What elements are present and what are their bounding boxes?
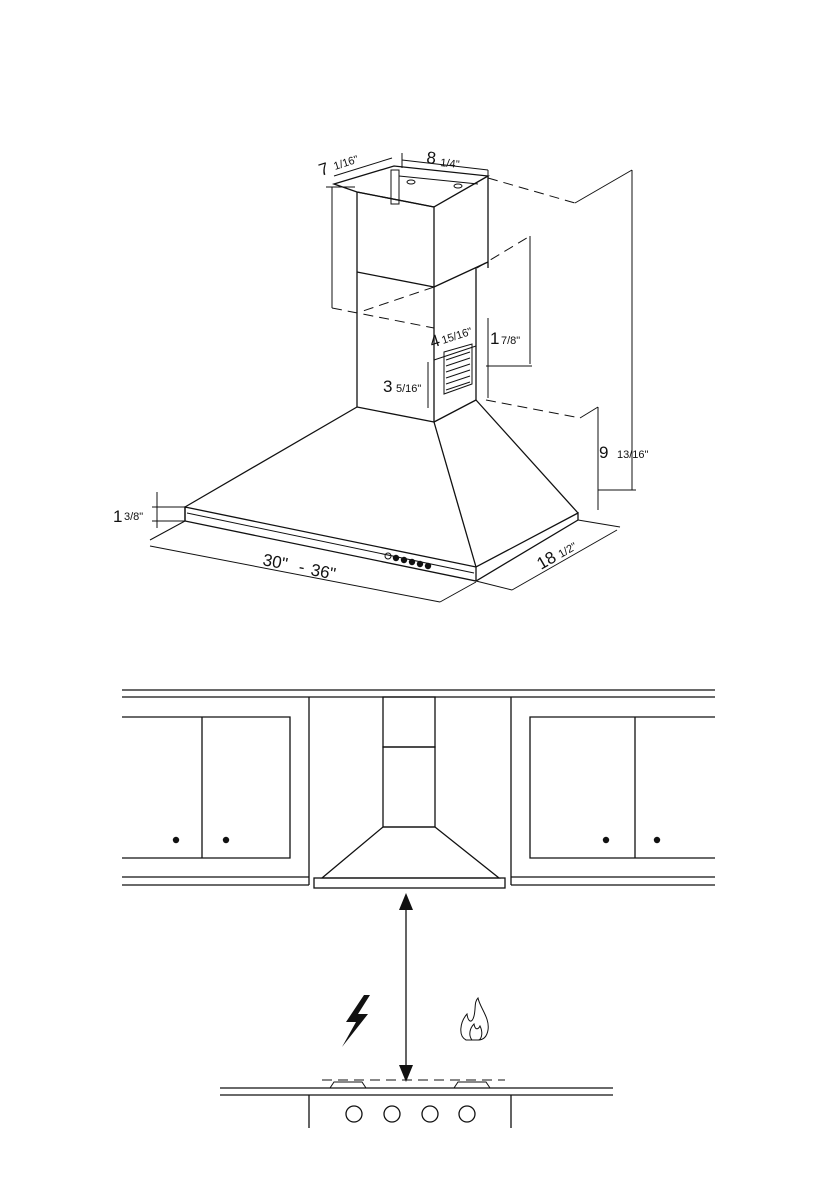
control-button-4 bbox=[417, 561, 423, 567]
svg-text:30": 30" bbox=[261, 550, 289, 573]
svg-text:5/16": 5/16" bbox=[396, 383, 421, 395]
dim-hood-height: 9 13/16" bbox=[599, 443, 649, 462]
bracket-hole-right bbox=[454, 184, 462, 188]
cooktop bbox=[220, 1080, 613, 1128]
bracket-hole-left bbox=[407, 180, 415, 184]
upper-chimney bbox=[383, 697, 435, 747]
svg-text:36": 36" bbox=[309, 560, 337, 583]
svg-text:7: 7 bbox=[316, 159, 331, 180]
lower-chimney bbox=[383, 747, 435, 827]
dim-canopy-thickness: 1 3/8" bbox=[113, 507, 143, 526]
clearance-arrow bbox=[399, 893, 413, 1082]
burner-knob-2 bbox=[384, 1106, 400, 1122]
dim-chimney-width: 8 1/4" bbox=[426, 148, 461, 171]
svg-text:18: 18 bbox=[534, 548, 560, 574]
svg-text:4: 4 bbox=[427, 331, 442, 352]
control-button-3 bbox=[409, 559, 415, 565]
control-indicator bbox=[385, 553, 391, 559]
svg-text:15/16": 15/16" bbox=[440, 326, 474, 347]
dim-chimney-depth: 7 1/16" bbox=[316, 154, 360, 180]
cabinet-knob bbox=[173, 837, 179, 843]
svg-text:-: - bbox=[297, 557, 306, 577]
burner-knob-3 bbox=[422, 1106, 438, 1122]
burner-grate-left bbox=[330, 1082, 366, 1088]
canopy-front bbox=[322, 827, 499, 878]
canopy-rim bbox=[185, 507, 578, 581]
dim-hood-depth: 18 1/2" bbox=[534, 541, 580, 574]
hood-isometric-drawing bbox=[185, 166, 578, 581]
lightning-bolt-icon bbox=[342, 995, 370, 1047]
cabinet-knob bbox=[223, 837, 229, 843]
svg-text:13/16": 13/16" bbox=[617, 449, 649, 461]
dimension-lines bbox=[150, 153, 636, 602]
burner-knob-4 bbox=[459, 1106, 475, 1122]
svg-text:1: 1 bbox=[490, 329, 499, 348]
svg-text:7/8": 7/8" bbox=[501, 335, 520, 347]
flame-icon bbox=[461, 998, 488, 1040]
control-button-2 bbox=[401, 557, 407, 563]
svg-text:9: 9 bbox=[599, 443, 608, 462]
svg-text:3: 3 bbox=[383, 377, 392, 396]
dim-vent-height-left: 3 5/16" bbox=[383, 377, 421, 396]
vent-grille-slats bbox=[446, 352, 470, 390]
hood-front-view bbox=[314, 697, 505, 888]
left-upper-cabinet bbox=[122, 697, 309, 885]
svg-text:1/4": 1/4" bbox=[440, 157, 460, 171]
svg-text:8: 8 bbox=[426, 148, 437, 168]
dim-hood-width: 30" - 36" bbox=[261, 550, 337, 583]
control-button-1 bbox=[393, 555, 399, 561]
control-button-5 bbox=[425, 563, 431, 569]
svg-text:3/8": 3/8" bbox=[124, 511, 143, 523]
burner-grate-right bbox=[454, 1082, 490, 1088]
svg-text:1/16": 1/16" bbox=[332, 154, 360, 173]
dim-vent-height-right: 1 7/8" bbox=[490, 329, 520, 348]
kitchen-installation-drawing bbox=[122, 690, 715, 1128]
burner-knob-1 bbox=[346, 1106, 362, 1122]
cabinet-knob bbox=[603, 837, 609, 843]
cabinet-knob bbox=[654, 837, 660, 843]
svg-text:1: 1 bbox=[113, 507, 122, 526]
right-upper-cabinet bbox=[511, 697, 715, 885]
canopy-front-rim bbox=[314, 878, 505, 888]
